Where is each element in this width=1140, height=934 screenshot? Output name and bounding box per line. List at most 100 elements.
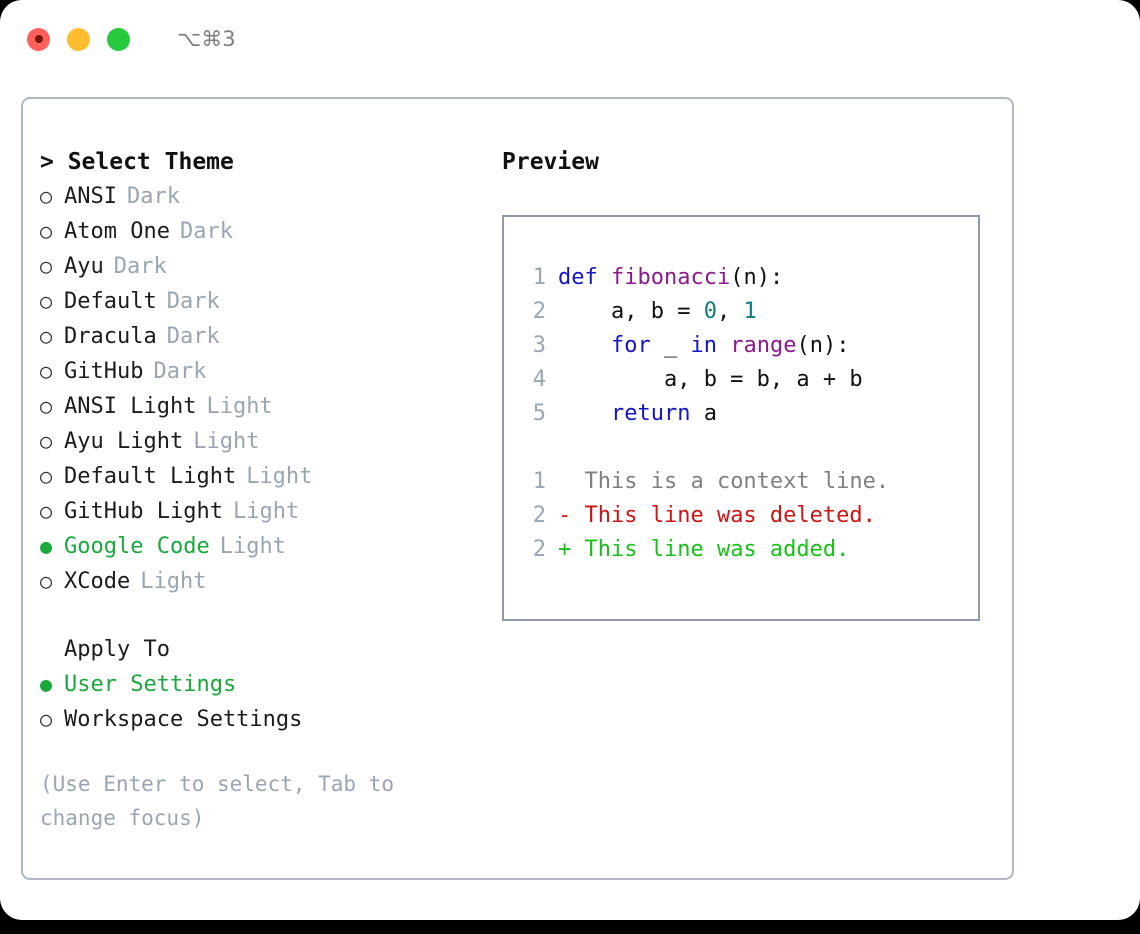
apply-to-heading: Apply To [64,637,170,662]
code-line: 1 def fibonacci(n): [516,261,978,295]
diff-text: - This line was deleted. [558,499,876,533]
diff-text: This is a context line. [558,465,889,499]
theme-variant-badge: Dark [166,324,220,349]
theme-name: Atom One [64,219,170,244]
window-controls [27,27,130,51]
token-fn: fibonacci [610,265,731,290]
line-number: 5 [532,401,546,426]
apply-to-label: User Settings [64,672,237,697]
line-number: 1 [532,469,546,494]
theme-variant-badge: Dark [126,184,180,209]
token-num: 0 [703,299,717,324]
diff-sample: 1 This is a context line. 2 - This line wa… [516,465,978,567]
code-line: 3 for _ in range(n): [516,329,978,363]
diff-line-del: 2 - This line was deleted. [516,499,978,533]
preview-heading: Preview [502,149,599,175]
theme-name: GitHub Light [64,499,223,524]
theme-option-dracula[interactable]: ○ Dracula Dark [40,319,490,354]
token-txt [558,401,611,426]
token-kw: def [558,265,611,290]
token-txt: a [690,401,717,426]
theme-name: Dracula [64,324,157,349]
theme-name: Google Code [64,534,210,559]
token-txt: _ [650,333,691,358]
theme-option-ansi-light[interactable]: ○ ANSI Light Light [40,389,490,424]
theme-option-ayu-light[interactable]: ○ Ayu Light Light [40,424,490,459]
theme-variant-badge: Light [193,429,260,454]
minimize-window-icon[interactable] [67,27,90,51]
theme-variant-badge: Light [206,394,273,419]
theme-option-atom-one[interactable]: ○ Atom One Dark [40,214,490,249]
radio-unselected-icon: ○ [40,429,53,453]
theme-variant-badge: Light [246,464,313,489]
token-kw: return [610,401,691,426]
theme-option-ansi[interactable]: ○ ANSI Dark [40,179,490,214]
theme-name: Ayu Light [64,429,184,454]
theme-name: ANSI Light [64,394,197,419]
theme-variant-badge: Light [219,534,286,559]
token-txt: , [716,299,744,324]
diff-line-add: 2+ This line was added. [516,533,978,567]
radio-unselected-icon: ○ [40,184,53,208]
theme-variant-badge: Dark [179,219,233,244]
keyboard-hint-text: (Use Enter to select, Tab to change focu… [40,772,395,830]
token-txt: a, b = [558,299,704,324]
token-txt: a, b = b, a + b [558,367,863,392]
line-number: 4 [532,367,546,392]
radio-unselected-icon: ○ [40,324,53,348]
token-txt: (n): [796,333,850,358]
code-line: 5 return a [516,397,978,431]
theme-variant-badge: Dark [166,289,220,314]
radio-unselected-icon: ○ [40,219,53,243]
select-theme-heading: > Select Theme [40,149,234,175]
token-fn: range [730,333,797,358]
code-text: def fibonacci(n): [558,261,783,295]
maximize-window-icon[interactable] [107,27,130,51]
theme-name: Default Light [64,464,237,489]
theme-option-github-light[interactable]: ○ GitHub Light Light [40,494,490,529]
diff-marker: + [558,537,572,562]
theme-name: GitHub [64,359,144,384]
radio-unselected-icon: ○ [40,394,53,418]
titlebar: ⌥⌘3 [0,0,1140,78]
radio-unselected-icon: ○ [40,254,53,278]
theme-variant-badge: Light [140,569,207,594]
line-number: 2 [532,537,546,562]
apply-to-option-user-settings[interactable]: ●User Settings [40,667,490,702]
line-number: 3 [532,333,546,358]
token-kw: in [690,333,717,358]
theme-name: Ayu [64,254,104,279]
diff-content: This is a context line. [571,469,890,494]
code-text: a, b = b, a + b [558,363,863,397]
close-window-icon[interactable] [27,27,50,51]
diff-line-ctx: 1 This is a context line. [516,465,978,499]
radio-unselected-icon: ○ [40,499,53,523]
token-kw: for [610,333,651,358]
keyboard-shortcut-label: ⌥⌘3 [177,27,236,51]
theme-name: ANSI [64,184,117,209]
theme-variant-badge: Light [232,499,300,524]
code-line: 2 a, b = 0, 1 [516,295,978,329]
radio-unselected-icon: ○ [40,289,53,313]
line-number: 2 [532,503,546,528]
apply-to-option-workspace-settings[interactable]: ○Workspace Settings [40,702,490,737]
token-txt [717,333,730,358]
code-line: 4 a, b = b, a + b [516,363,978,397]
apply-to-list[interactable]: ●User Settings○Workspace Settings [40,667,490,737]
code-diff-separator [516,431,978,465]
token-txt: (n): [730,265,784,290]
line-number: 1 [532,265,546,290]
